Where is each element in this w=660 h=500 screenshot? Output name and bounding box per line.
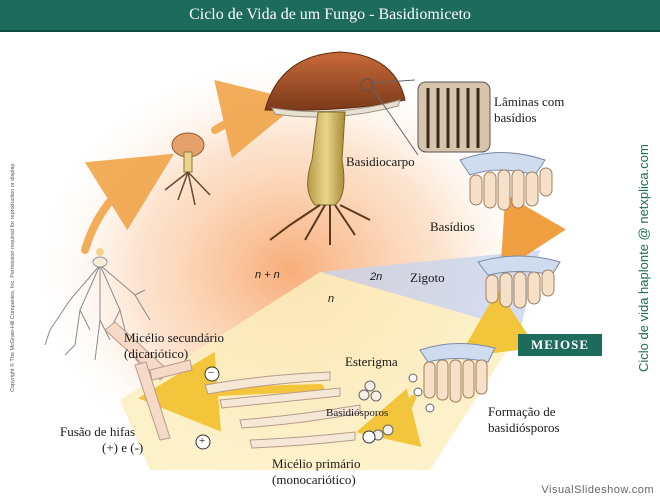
label-formacao: Formação de (488, 404, 556, 419)
label-basidios: Basídios (430, 219, 475, 234)
zoom-line-bottom (371, 87, 419, 156)
cycle-arrow-4 (458, 289, 537, 358)
cycle-arrow-6 (138, 351, 324, 432)
label-laminas-2: basídios (494, 110, 537, 125)
basidia-cluster-spores (408, 342, 496, 413)
basidia-cluster-zygote (477, 255, 561, 309)
cycle-arrow-3 (500, 194, 566, 273)
label-formacao-2: basidiósporos (488, 420, 560, 435)
zoom-circle (360, 78, 374, 92)
label-esterigma: Esterigma (345, 354, 398, 369)
gill-lamellae-detail (417, 81, 491, 153)
label-micelio-secundario: Micélio secundário (124, 330, 224, 345)
basidiocarp-gills (271, 99, 401, 118)
cycle-arrow-5 (355, 388, 422, 447)
label-n-plus-n: n + n (255, 269, 280, 281)
basidia-cluster-top (459, 152, 553, 211)
secondary-mycelium-hyphae (104, 321, 193, 441)
basidiospores (358, 380, 394, 441)
side-credit: Ciclo de vida haplonte @ netxplica.com (636, 144, 651, 372)
label-basidiosporos: Basidiósporos (326, 407, 389, 419)
cycle-arrow-1 (81, 153, 174, 254)
spore-bud (92, 256, 108, 268)
plus-sign: + (199, 435, 206, 447)
primary-mycelium-hyphae (204, 371, 361, 449)
label-micelio-primario-2: (monocariótico) (272, 472, 356, 487)
label-basidiocarpo: Basidiocarpo (346, 154, 415, 169)
gill-lamellae-lines (426, 88, 480, 148)
watermark: VisualSlideshow.com (541, 484, 654, 496)
zoom-line-top (371, 79, 416, 84)
primordium (96, 248, 104, 256)
label-micelio-primario: Micélio primário (272, 456, 361, 471)
label-micelio-secundario-2: (dicariótico) (124, 346, 189, 361)
minus-sign: − (208, 367, 215, 379)
label-laminas: Lâminas com (494, 94, 565, 109)
label-n: n (328, 293, 335, 305)
young-mushroom-stem (183, 151, 193, 173)
minus-mating-type-marker (204, 366, 220, 382)
plus-mating-type-marker (195, 434, 211, 450)
plus-spore-marker (362, 430, 376, 444)
label-zigoto: Zigoto (410, 270, 445, 285)
basidiocarp-roots (269, 204, 371, 245)
cycle-arrow-2 (211, 79, 302, 158)
label-fusao: Fusão de hifas (60, 424, 136, 439)
meiose-badge: MEIOSE (518, 334, 602, 356)
copyright-notice: Copyright © The McGraw-Hill Companies, I… (10, 162, 16, 392)
label-2n: 2n (370, 271, 383, 283)
page-title: Ciclo de Vida de um Fungo - Basidiomicet… (0, 0, 660, 32)
label-fusao-2: (+) e (-) (102, 440, 144, 455)
basidiocarp-cap (264, 51, 406, 111)
young-mushroom-roots (164, 171, 211, 206)
